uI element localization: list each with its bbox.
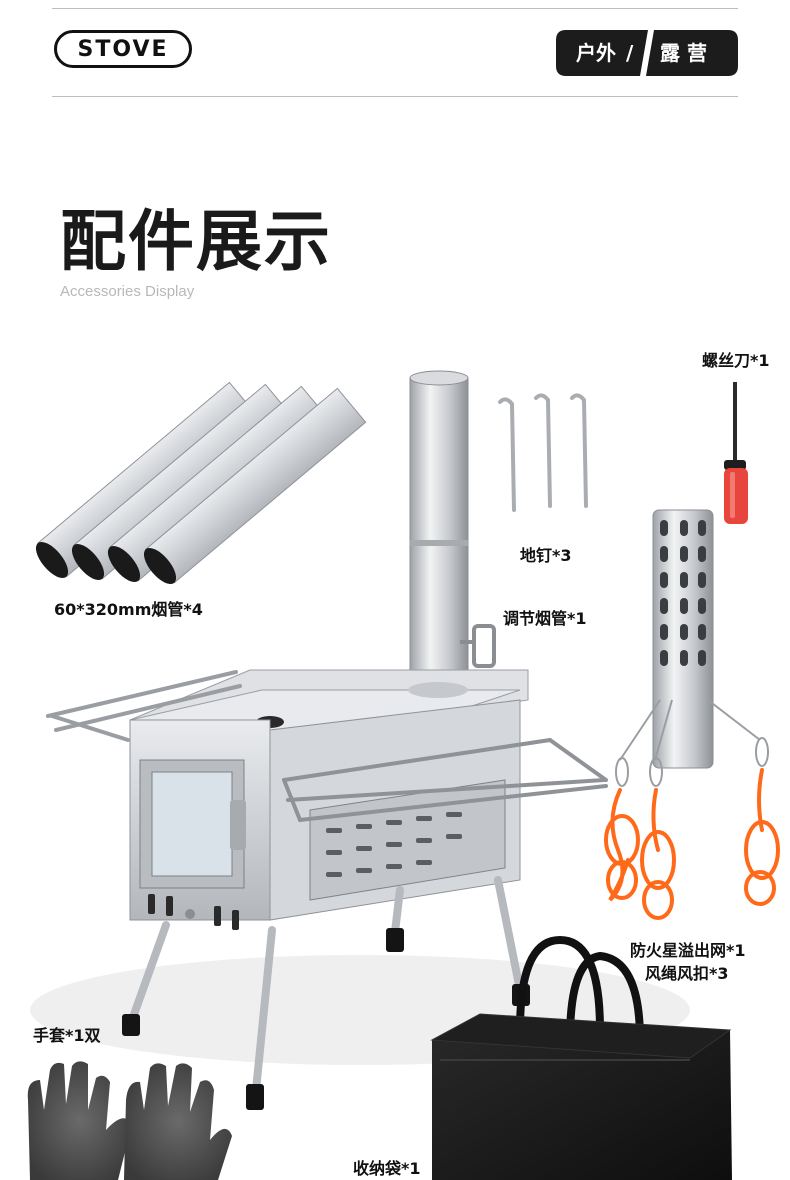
category-tag: 户外 / 露 营 — [556, 30, 738, 76]
ground-stakes — [498, 393, 588, 512]
label-rope-buckle: 风绳风扣*3 — [645, 964, 729, 983]
category-tag-camping: 露 营 — [660, 41, 707, 65]
header-divider — [52, 96, 738, 97]
label-chimney-pipes: 60*320mm烟管*4 — [54, 600, 203, 619]
gloves — [27, 1061, 232, 1180]
adjustable-chimney — [409, 370, 496, 689]
category-tag-separator: / — [626, 41, 634, 65]
label-spark-net: 防火星溢出网*1 — [630, 941, 746, 960]
category-tag-background — [556, 30, 738, 76]
category-tag-outdoor: 户外 — [576, 41, 616, 65]
camping-stove — [46, 669, 608, 1110]
spark-arrester — [604, 509, 780, 920]
brand-badge: STOVE — [54, 30, 192, 68]
section-title: 配件展示 — [60, 203, 332, 280]
label-gloves: 手套*1双 — [33, 1026, 101, 1045]
label-storage-bag: 收纳袋*1 — [353, 1159, 421, 1178]
section-subtitle: Accessories Display — [60, 283, 195, 300]
storage-bag — [430, 935, 732, 1180]
accessories-illustration — [27, 370, 780, 1180]
brand-label: STOVE — [77, 36, 169, 62]
top-divider — [52, 8, 738, 9]
screwdriver — [724, 382, 748, 524]
label-adjustable-pipe: 调节烟管*1 — [503, 609, 587, 628]
label-screwdriver: 螺丝刀*1 — [702, 351, 770, 370]
chimney-pipes — [35, 381, 367, 585]
label-ground-stakes: 地钉*3 — [520, 546, 572, 565]
